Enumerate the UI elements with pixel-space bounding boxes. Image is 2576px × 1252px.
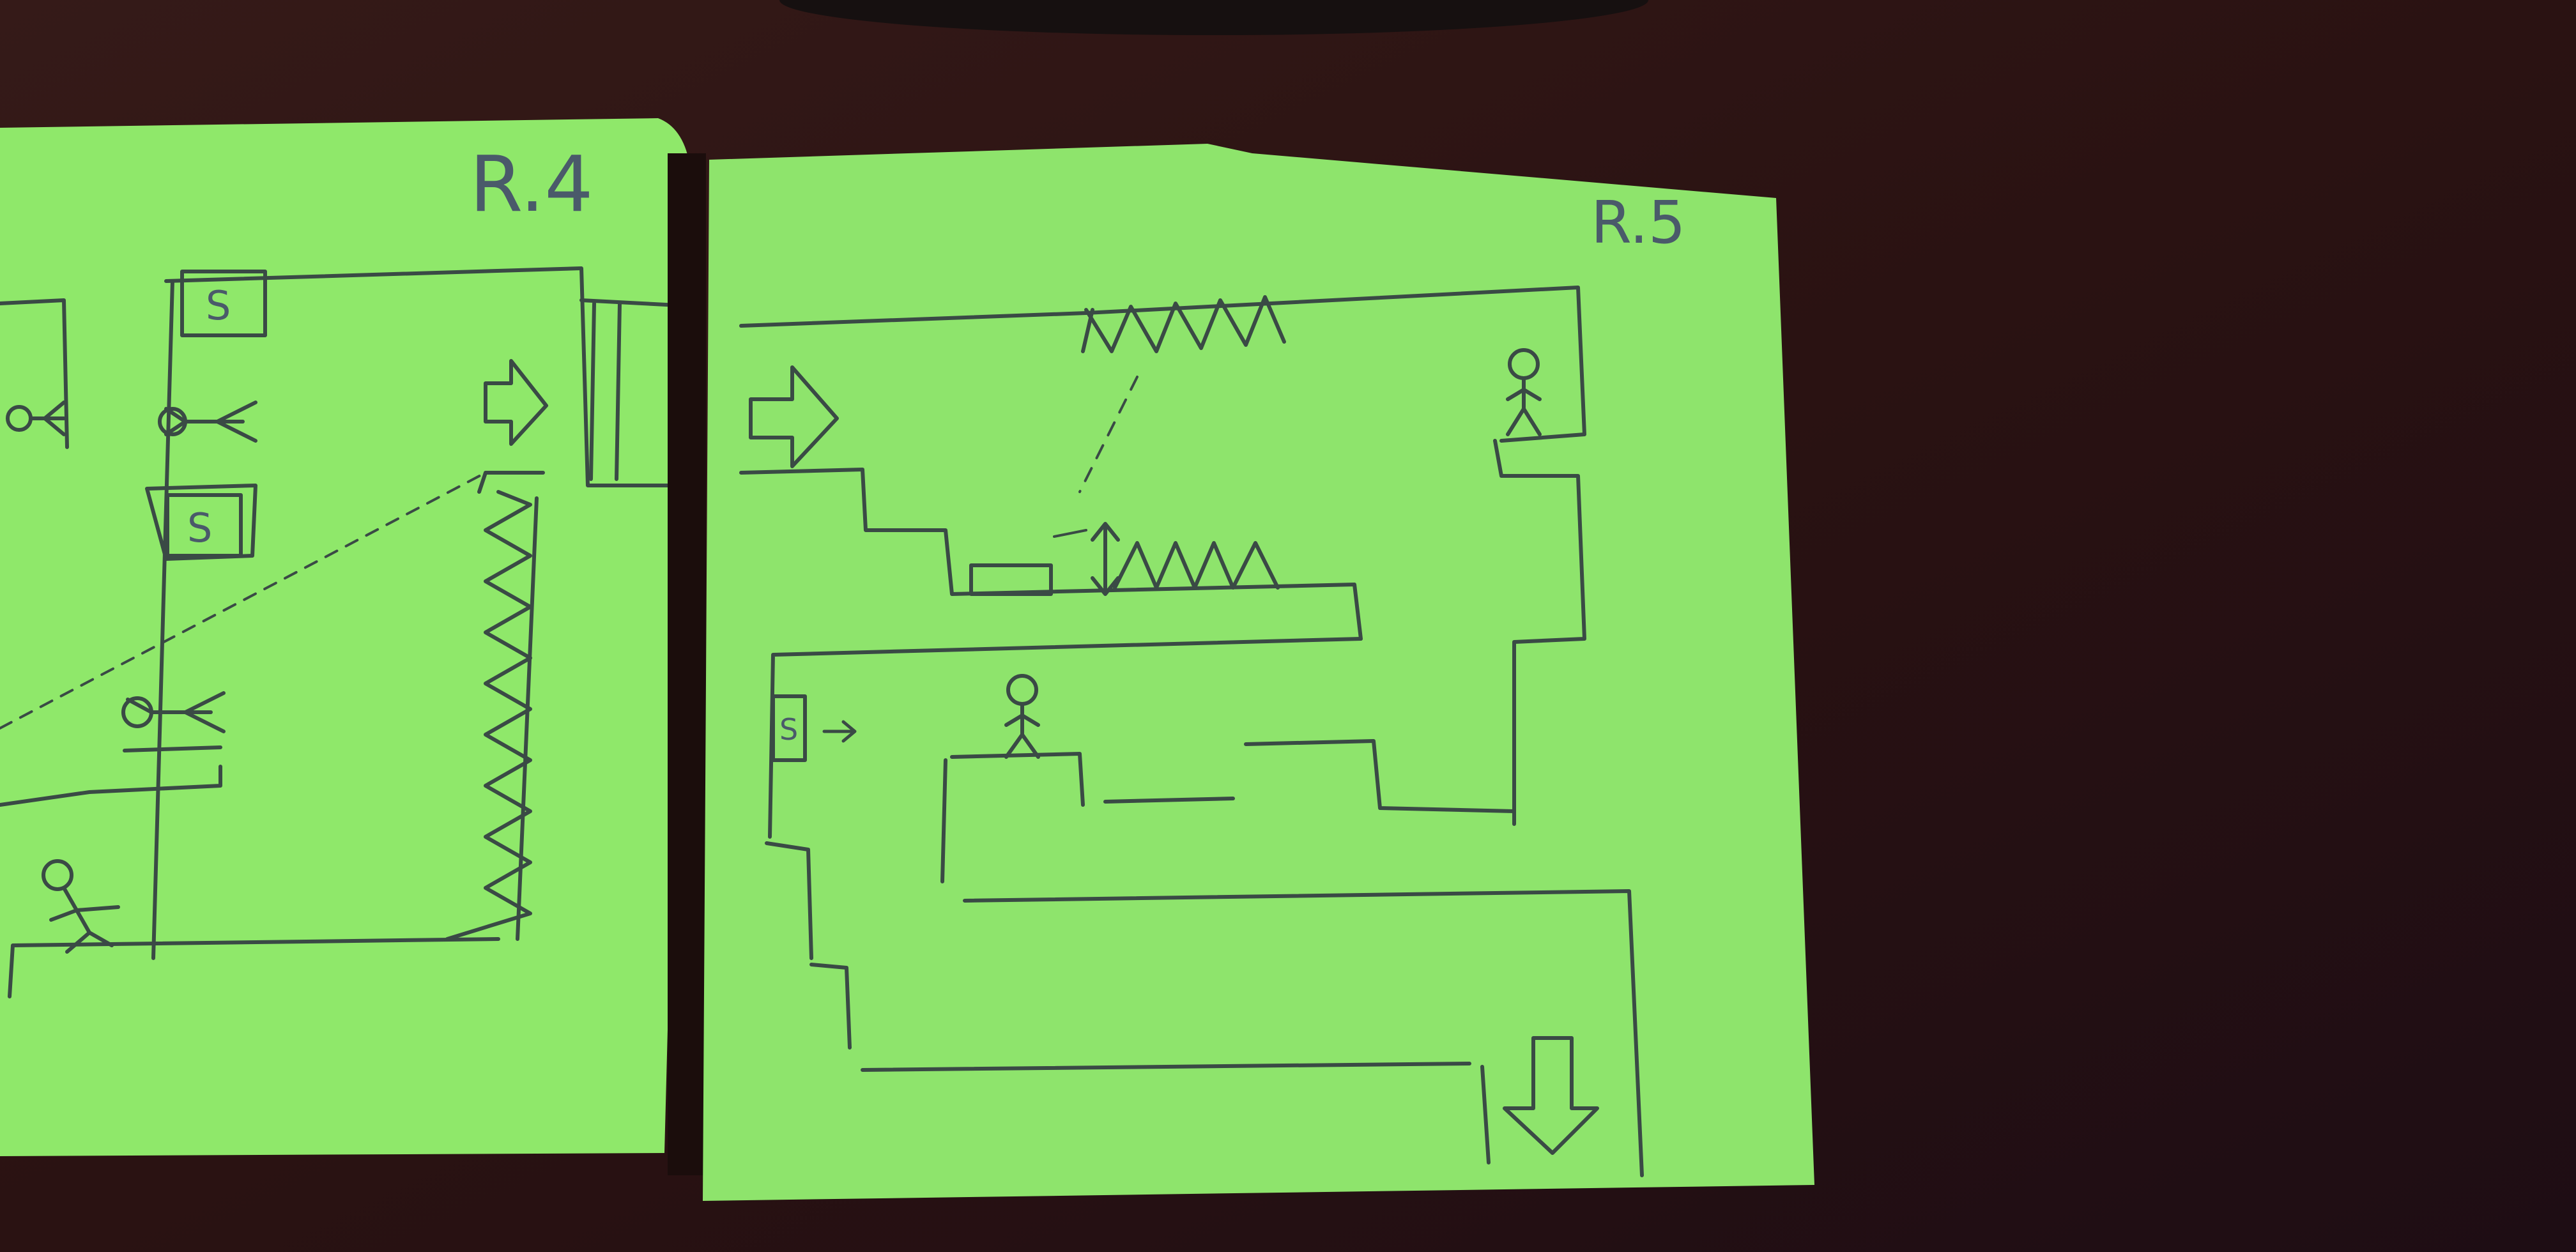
save-box-label: S [187, 505, 212, 551]
note-label: R.5 [1591, 188, 1685, 257]
sticky-note-room-5: R.5 [703, 144, 1814, 1201]
note-gap-shadow [668, 153, 706, 1175]
save-box-label: S [206, 282, 231, 329]
note-label: R.4 [470, 141, 594, 229]
save-box-label: S [779, 712, 798, 747]
sticky-note-room-4: R.4 S [0, 118, 703, 1156]
